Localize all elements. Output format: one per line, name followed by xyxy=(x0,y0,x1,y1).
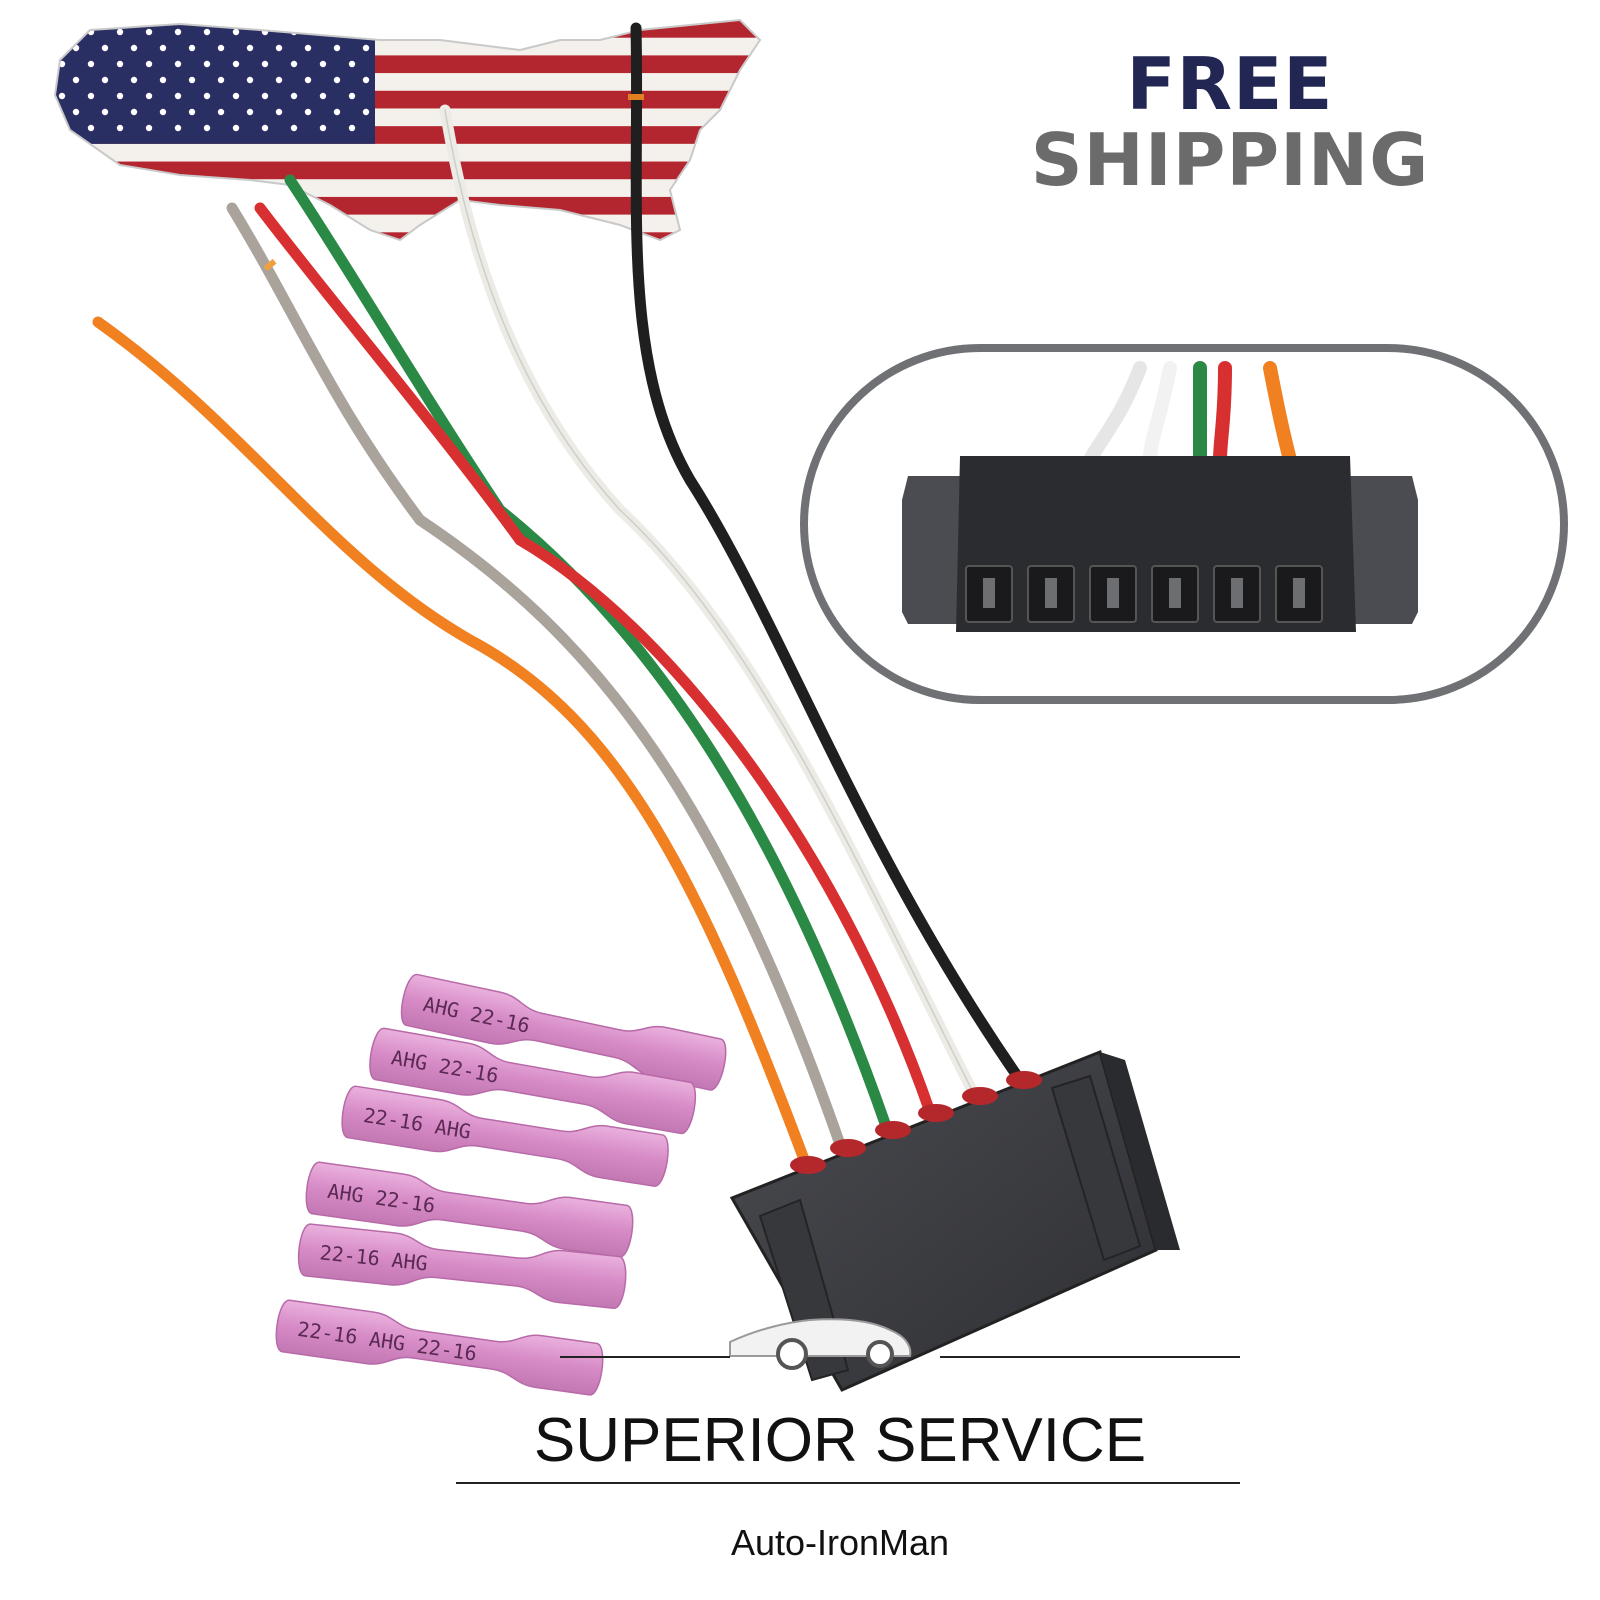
wire-red xyxy=(254,202,936,1118)
heat-shrink-terminal: AHG 22-16 xyxy=(305,1161,634,1258)
brand-title: SUPERIOR SERVICE xyxy=(533,1406,1147,1475)
free-shipping-badge: FREE SHIPPING xyxy=(1000,48,1460,196)
promo-line2: SHIPPING xyxy=(1030,118,1430,202)
brand-name: Auto-IronMan xyxy=(730,1522,950,1563)
divider-bottom xyxy=(456,1482,1240,1484)
terminal-pin xyxy=(983,578,995,608)
terminal-pin xyxy=(1293,578,1305,608)
terminal-pin xyxy=(1107,578,1119,608)
heat-shrink-terminal: AHG 22-16 xyxy=(369,1027,697,1135)
terminal-pin xyxy=(1169,578,1181,608)
wire-white-edge xyxy=(444,109,977,1099)
terminal-pin xyxy=(1045,578,1057,608)
heat-shrink-terminal: AHG 22-16 xyxy=(400,973,727,1091)
usa-flag-map-icon xyxy=(53,18,762,242)
wire-orange xyxy=(92,316,814,1176)
promo-line1: FREE xyxy=(1126,42,1334,126)
wire-green xyxy=(284,174,894,1138)
heat-shrink-terminal: 22-16 AHG xyxy=(297,1223,627,1310)
heat-shrink-terminal: 22-16 AHG xyxy=(341,1085,669,1187)
connector-terminal-slots xyxy=(965,565,1323,623)
wire-black xyxy=(630,22,1026,1086)
divider-top-left xyxy=(560,1356,730,1358)
wire-gray xyxy=(226,202,848,1156)
terminal-pin xyxy=(1231,578,1243,608)
heat-shrink-terminal: 22-16 AHG 22-16 xyxy=(275,1299,604,1396)
divider-top-right xyxy=(940,1356,1240,1358)
wire-harness xyxy=(92,22,1026,1176)
car-icon xyxy=(729,1318,912,1370)
connector-closeup-inset xyxy=(800,344,1568,704)
